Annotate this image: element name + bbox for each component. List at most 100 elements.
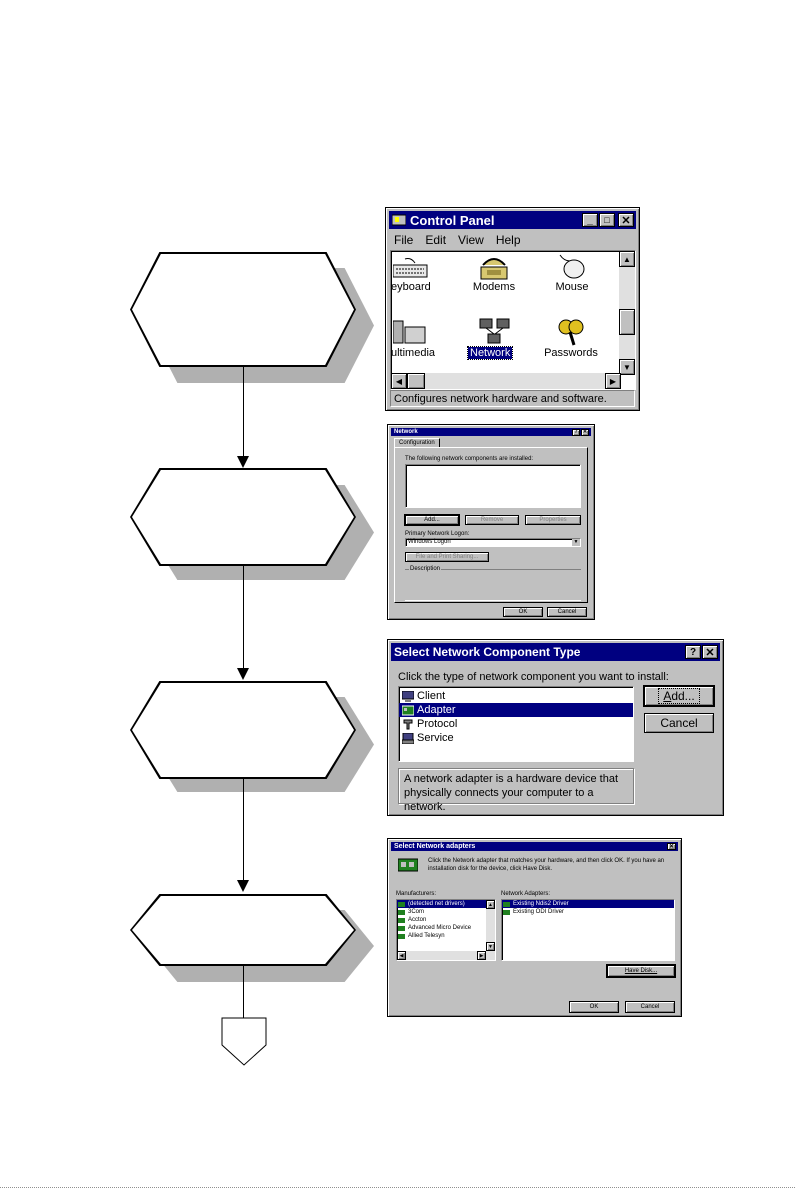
scroll-right-icon[interactable]: ▶ xyxy=(605,373,621,389)
vertical-scrollbar[interactable]: ▲ ▼ xyxy=(619,251,635,375)
maximize-button[interactable]: □ xyxy=(599,213,615,227)
description-group xyxy=(405,569,581,600)
component-item-protocol[interactable]: Protocol xyxy=(399,717,633,731)
network-tab-panel: The following network components are ins… xyxy=(394,447,588,603)
close-button[interactable]: ✕ xyxy=(618,213,634,227)
file-print-sharing-button[interactable]: File and Print Sharing... xyxy=(405,552,489,562)
connector-4 xyxy=(243,966,244,1018)
network-dialog: Network ? ✕ Configuration The following … xyxy=(387,424,595,620)
menu-view[interactable]: View xyxy=(458,233,484,247)
network-adapters-label: Network Adapters: xyxy=(501,891,551,897)
manufacturer-item[interactable]: 3Com xyxy=(397,908,495,916)
remove-button[interactable]: Remove xyxy=(465,515,519,525)
component-cancel-button[interactable]: Cancel xyxy=(644,713,714,733)
passwords-icon[interactable] xyxy=(556,317,586,347)
mfr-scroll-down-icon[interactable]: ▼ xyxy=(486,942,495,951)
network-cancel-button[interactable]: Cancel xyxy=(547,607,587,617)
component-type-title: Select Network Component Type xyxy=(394,645,581,659)
component-add-button[interactable]: Add... xyxy=(643,685,715,707)
manufacturer-item[interactable]: Allied Telesyn xyxy=(397,932,495,940)
component-description: A network adapter is a hardware device t… xyxy=(398,768,634,813)
net-card-icon xyxy=(398,925,405,931)
menu-edit[interactable]: Edit xyxy=(425,233,447,247)
logon-dropdown-icon[interactable]: ▼ xyxy=(572,539,580,546)
properties-button[interactable]: Properties xyxy=(525,515,581,525)
network-title: Network xyxy=(394,429,418,435)
adapters-instruction: Click the Network adapter that matches y… xyxy=(428,858,665,872)
flow-step-1 xyxy=(130,252,356,367)
component-item-service[interactable]: Service xyxy=(399,731,633,745)
manufacturers-list[interactable]: (detected net drivers) 3Com Accton Advan… xyxy=(396,899,496,961)
control-panel-content: eyboard Modems Mouse ultimedia Network xyxy=(390,250,636,390)
mfr-scroll-right-icon[interactable]: ▶ xyxy=(477,951,486,960)
arrowhead-2 xyxy=(237,668,249,680)
scroll-down-icon[interactable]: ▼ xyxy=(619,359,635,375)
adapter-card-icon xyxy=(398,858,418,872)
component-description-text: A network adapter is a hardware device t… xyxy=(404,773,619,813)
component-type-list[interactable]: Client Adapter Protocol Service xyxy=(398,686,634,762)
mfr-scroll-left-icon[interactable]: ◀ xyxy=(397,951,406,960)
adapter-item[interactable]: Existing ODI Driver xyxy=(502,908,674,916)
logon-label: Primary Network Logon: xyxy=(405,531,470,537)
component-type-dialog: Select Network Component Type ? ✕ Click … xyxy=(387,639,724,816)
manufacturer-item[interactable]: (detected net drivers) xyxy=(397,900,495,908)
adapters-close-button[interactable]: ✕ xyxy=(667,843,676,850)
component-type-titlebar: Select Network Component Type ? ✕ xyxy=(391,643,720,661)
network-ok-button[interactable]: OK xyxy=(503,607,543,617)
network-icon[interactable] xyxy=(479,317,511,347)
arrowhead-3 xyxy=(237,880,249,892)
net-card-icon xyxy=(398,917,405,923)
mouse-icon[interactable] xyxy=(556,253,586,281)
modems-icon[interactable] xyxy=(479,253,509,281)
network-titlebar: Network ? ✕ xyxy=(391,428,591,436)
manufacturers-label: Manufacturers: xyxy=(396,891,437,897)
menu-help[interactable]: Help xyxy=(495,233,521,247)
keyboard-icon[interactable] xyxy=(393,257,429,279)
manufacturer-item[interactable]: Advanced Micro Device xyxy=(397,924,495,932)
client-icon xyxy=(402,690,414,702)
connector-1 xyxy=(243,367,244,462)
adapters-ok-button[interactable]: OK xyxy=(569,1001,619,1013)
adapter-item[interactable]: Existing Ndis2 Driver xyxy=(502,900,674,908)
net-card-icon xyxy=(503,901,510,907)
multimedia-label: ultimedia xyxy=(391,347,436,359)
tab-configuration[interactable]: Configuration xyxy=(394,438,440,447)
manufacturers-vscroll[interactable]: ▲ ▼ xyxy=(486,900,495,951)
manufacturer-item[interactable]: Accton xyxy=(397,916,495,924)
passwords-label: Passwords xyxy=(544,347,598,359)
net-card-icon xyxy=(398,901,405,907)
component-close-button[interactable]: ✕ xyxy=(702,645,718,659)
net-card-icon xyxy=(398,933,405,939)
adapters-cancel-button[interactable]: Cancel xyxy=(625,1001,675,1013)
components-label: The following network components are ins… xyxy=(405,456,534,462)
network-help-button[interactable]: ? xyxy=(572,428,580,436)
network-label[interactable]: Network xyxy=(466,346,514,360)
logon-select[interactable]: Windows Logon ▼ xyxy=(405,538,581,547)
control-panel-title: Control Panel xyxy=(410,212,495,228)
status-text: Configures network hardware and software… xyxy=(394,393,607,405)
scroll-up-icon[interactable]: ▲ xyxy=(619,251,635,267)
components-list[interactable] xyxy=(405,464,581,508)
control-panel-icon xyxy=(392,214,406,226)
scroll-left-icon[interactable]: ◀ xyxy=(391,373,407,389)
minimize-button[interactable]: _ xyxy=(582,213,598,227)
mfr-scroll-up-icon[interactable]: ▲ xyxy=(486,900,495,909)
scroll-thumb[interactable] xyxy=(619,309,635,335)
control-panel-menubar: File Edit View Help xyxy=(394,233,521,247)
add-button[interactable]: Add... xyxy=(404,514,460,526)
adapters-titlebar: Select Network adapters ✕ xyxy=(391,842,678,851)
control-panel-titlebar: Control Panel _ □ ✕ xyxy=(389,211,636,229)
horizontal-scrollbar[interactable]: ◀ ▶ xyxy=(391,373,621,389)
component-item-client[interactable]: Client xyxy=(399,689,633,703)
network-close-button[interactable]: ✕ xyxy=(581,428,589,436)
adapter-icon xyxy=(402,705,414,715)
manufacturers-hscroll[interactable]: ◀ ▶ xyxy=(397,951,495,960)
net-card-icon xyxy=(398,909,405,915)
network-adapters-list[interactable]: Existing Ndis2 Driver Existing ODI Drive… xyxy=(501,899,675,961)
multimedia-icon[interactable] xyxy=(393,319,427,347)
component-item-adapter[interactable]: Adapter xyxy=(399,703,633,717)
menu-file[interactable]: File xyxy=(394,233,414,247)
hscroll-thumb[interactable] xyxy=(407,373,425,389)
have-disk-button[interactable]: Have Disk... xyxy=(606,964,676,978)
component-help-button[interactable]: ? xyxy=(685,645,701,659)
